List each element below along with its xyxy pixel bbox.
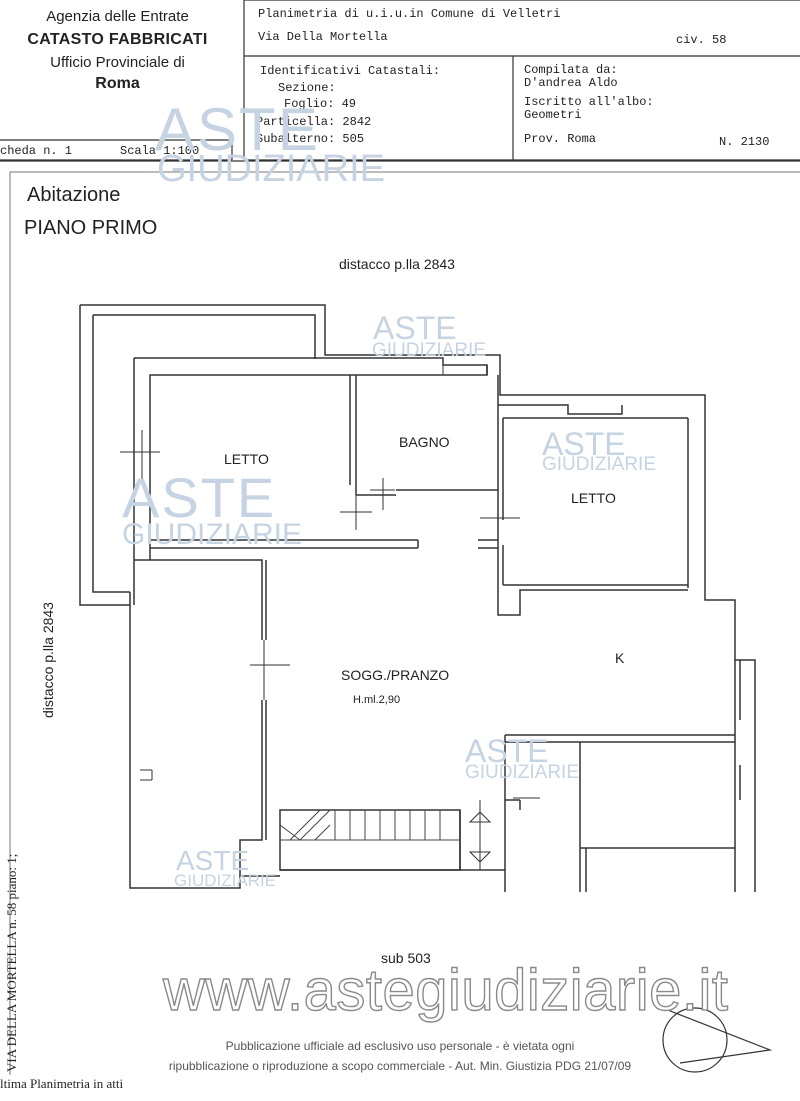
street-name: Via Della Mortella <box>258 30 388 44</box>
floor-title: PIANO PRIMO <box>24 217 158 239</box>
catasto-title: CATASTO FABBRICATI <box>27 31 208 48</box>
watermark-aste: ASTE <box>373 310 457 346</box>
albo-geometri: Geometri <box>524 108 582 122</box>
watermark-giudiziarie: GIUDIZIARIE <box>372 340 487 361</box>
watermark-aste: ASTE <box>542 426 626 462</box>
bottom-sub-label: sub 503 <box>381 950 431 966</box>
room-soggiorno: SOGG./PRANZO <box>341 667 450 683</box>
sezione: Sezione: <box>278 81 336 95</box>
room-bagno: BAGNO <box>399 434 450 450</box>
room-kitchen: K <box>615 650 625 666</box>
scheda-number: cheda n. 1 <box>0 144 73 158</box>
scale: Scala 1:100 <box>120 144 200 158</box>
watermark-giudiziarie: GIUDIZIARIE <box>174 871 277 890</box>
compilata-da: Compilata da: <box>524 63 618 77</box>
province: Prov. Roma <box>524 132 597 146</box>
top-distance-label: distacco p.lla 2843 <box>339 256 455 272</box>
footer-line-1: Pubblicazione ufficiale ad esclusivo uso… <box>0 1039 800 1053</box>
watermark-giudiziarie: GIUDIZIARIE <box>542 454 657 475</box>
office-city: Roma <box>95 75 140 92</box>
compiler-name: D'andrea Aldo <box>524 76 618 90</box>
ident-title: Identificativi Catastali: <box>260 64 441 78</box>
watermark-aste: ASTE <box>176 845 250 876</box>
footer-planimetria-note: ltima Planimetria in atti <box>0 1076 124 1091</box>
watermark-aste: ASTE <box>465 733 549 769</box>
footer-line-2-text: ripubblicazione o riproduzione a scopo c… <box>168 1059 632 1073</box>
agency-name: Agenzia delle Entrate <box>46 8 189 25</box>
room-letto-2: LETTO <box>571 490 616 506</box>
albo-number: N. 2130 <box>719 135 770 149</box>
north-compass <box>654 1004 773 1073</box>
office-name: Ufficio Provinciale di <box>50 54 185 71</box>
footer-line-2: ripubblicazione o riproduzione a scopo c… <box>0 1059 800 1073</box>
planimetria-line: Planimetria di u.i.u.in Comune di Vellet… <box>258 7 561 21</box>
civic-number: civ. 58 <box>676 33 727 47</box>
watermark-url: www.astegiudiziarie.it <box>162 957 729 1023</box>
unit-type: Abitazione <box>27 184 121 206</box>
watermark-aste: ASTE <box>155 96 320 163</box>
particella: Particella: 2842 <box>256 115 372 129</box>
watermark-giudiziarie: GIUDIZIARIE <box>465 762 580 783</box>
side-distance-label: distacco p.lla 2843 <box>40 602 56 718</box>
room-letto-1: LETTO <box>224 451 269 467</box>
footer-line-1-text: Pubblicazione ufficiale ad esclusivo uso… <box>225 1039 575 1053</box>
foglio: Foglio: 49 <box>284 97 357 111</box>
subalterno: Subalterno: 505 <box>256 132 365 146</box>
watermark-giudiziarie: GIUDIZIARIE <box>157 148 386 190</box>
iscritto-albo: Iscritto all'albo: <box>524 95 654 109</box>
watermark-giudiziarie: GIUDIZIARIE <box>122 518 303 551</box>
room-height: H.ml.2,90 <box>353 694 401 706</box>
watermark-aste: ASTE <box>122 466 277 529</box>
